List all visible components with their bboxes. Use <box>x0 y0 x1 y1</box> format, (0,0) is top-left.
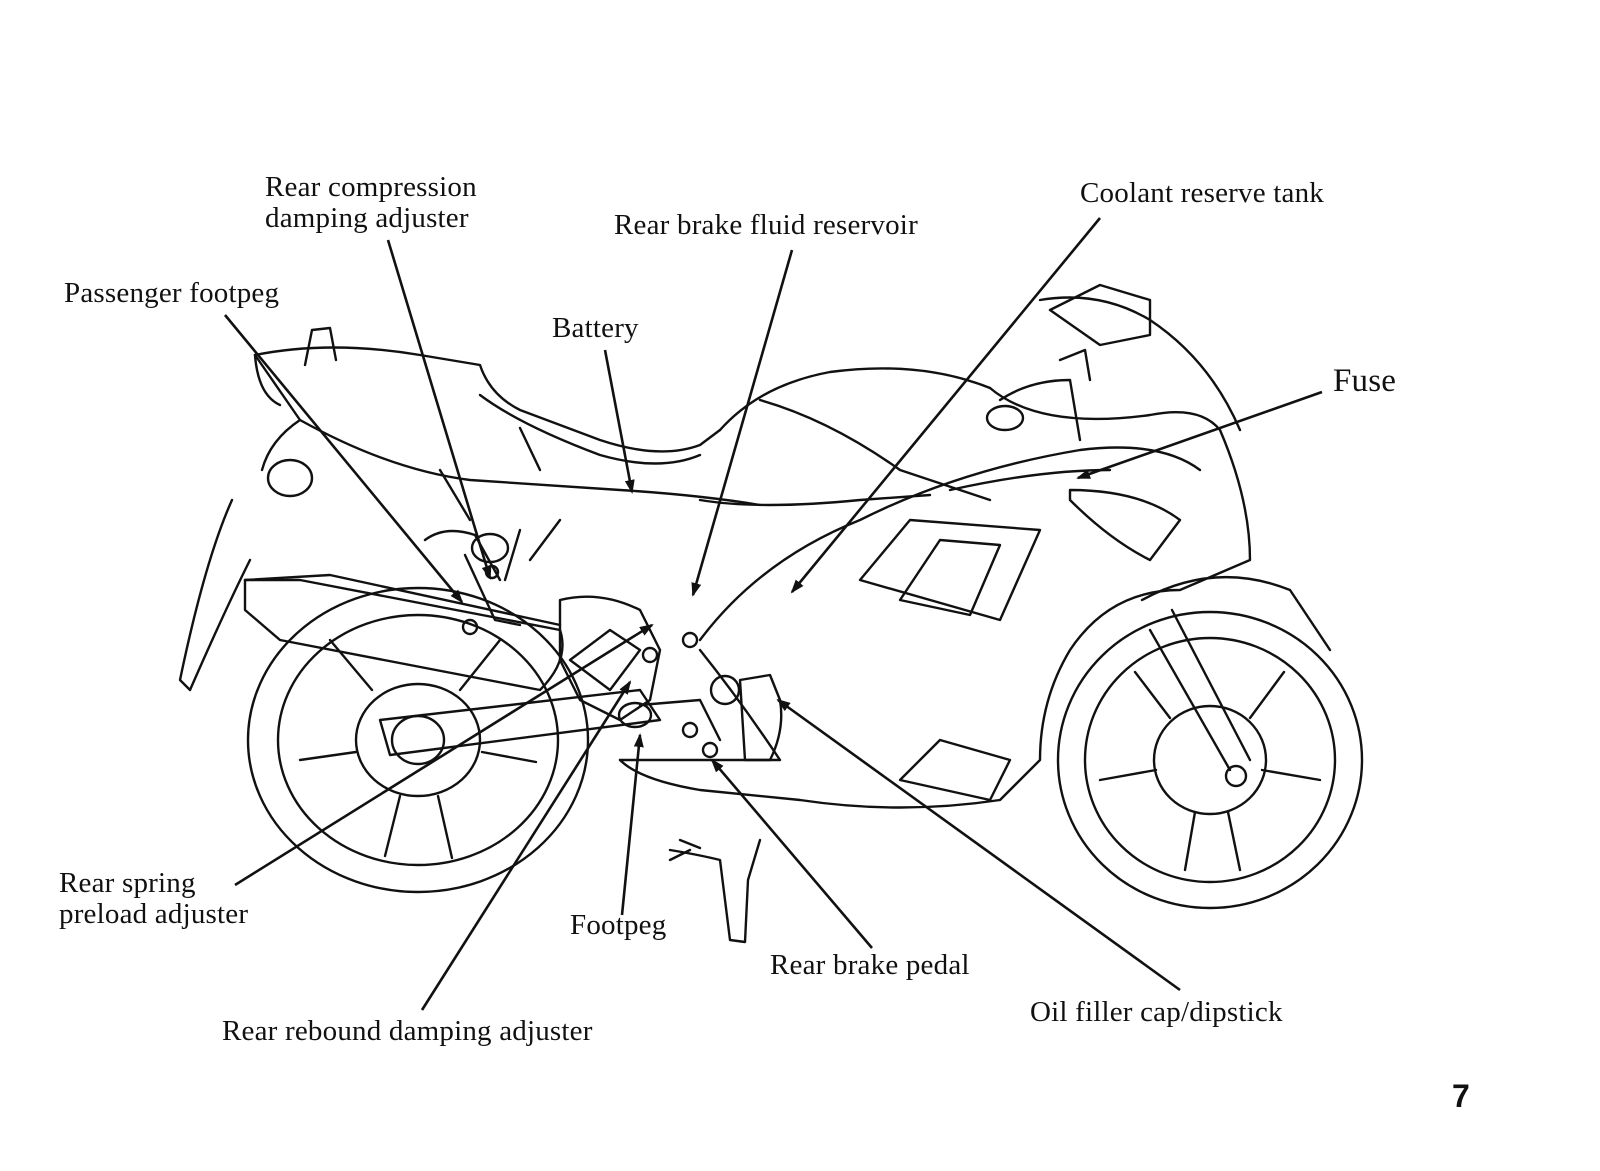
label-rear-spring-line2: preload adjuster <box>59 898 249 930</box>
leader-footpeg <box>620 733 644 916</box>
label-passenger-footpeg: Passenger footpeg <box>64 277 280 309</box>
label-battery: Battery <box>552 312 639 344</box>
leader-fuse <box>1076 390 1323 480</box>
leader-rear-brake-pedal <box>710 758 873 949</box>
front-wheel <box>1056 576 1364 910</box>
label-rear-compression-line2: damping adjuster <box>265 202 469 234</box>
label-rear-rebound: Rear rebound damping adjuster <box>222 1015 593 1047</box>
label-footpeg: Footpeg <box>570 909 667 941</box>
leader-coolant-reserve <box>790 217 1102 594</box>
label-rear-spring-line1: Rear spring <box>59 867 196 899</box>
leader-rear-rebound <box>420 680 632 1011</box>
leader-passenger-footpeg <box>223 314 464 604</box>
leader-rear-spring-preload <box>234 623 654 887</box>
label-coolant-reserve-tank: Coolant reserve tank <box>1080 177 1324 209</box>
page-number: 7 <box>1452 1078 1470 1114</box>
motorcycle-outline <box>178 283 1364 944</box>
leader-rear-brake-fluid <box>691 249 794 597</box>
leader-lines <box>223 217 1323 1011</box>
leader-rear-compression <box>386 239 492 580</box>
label-oil-filler-cap: Oil filler cap/dipstick <box>1030 996 1283 1028</box>
label-rear-spring-preload: Rear spring preload adjuster <box>59 868 248 930</box>
label-rear-compression-line1: Rear compression <box>265 171 477 203</box>
label-rear-brake-fluid-reservoir: Rear brake fluid reservoir <box>614 209 918 241</box>
label-rear-brake-pedal: Rear brake pedal <box>770 949 970 981</box>
label-fuse: Fuse <box>1333 363 1397 399</box>
rear-wheel <box>246 586 590 894</box>
leader-oil-filler <box>776 698 1181 992</box>
leader-battery <box>603 349 635 494</box>
label-rear-compression: Rear compression damping adjuster <box>265 172 477 234</box>
